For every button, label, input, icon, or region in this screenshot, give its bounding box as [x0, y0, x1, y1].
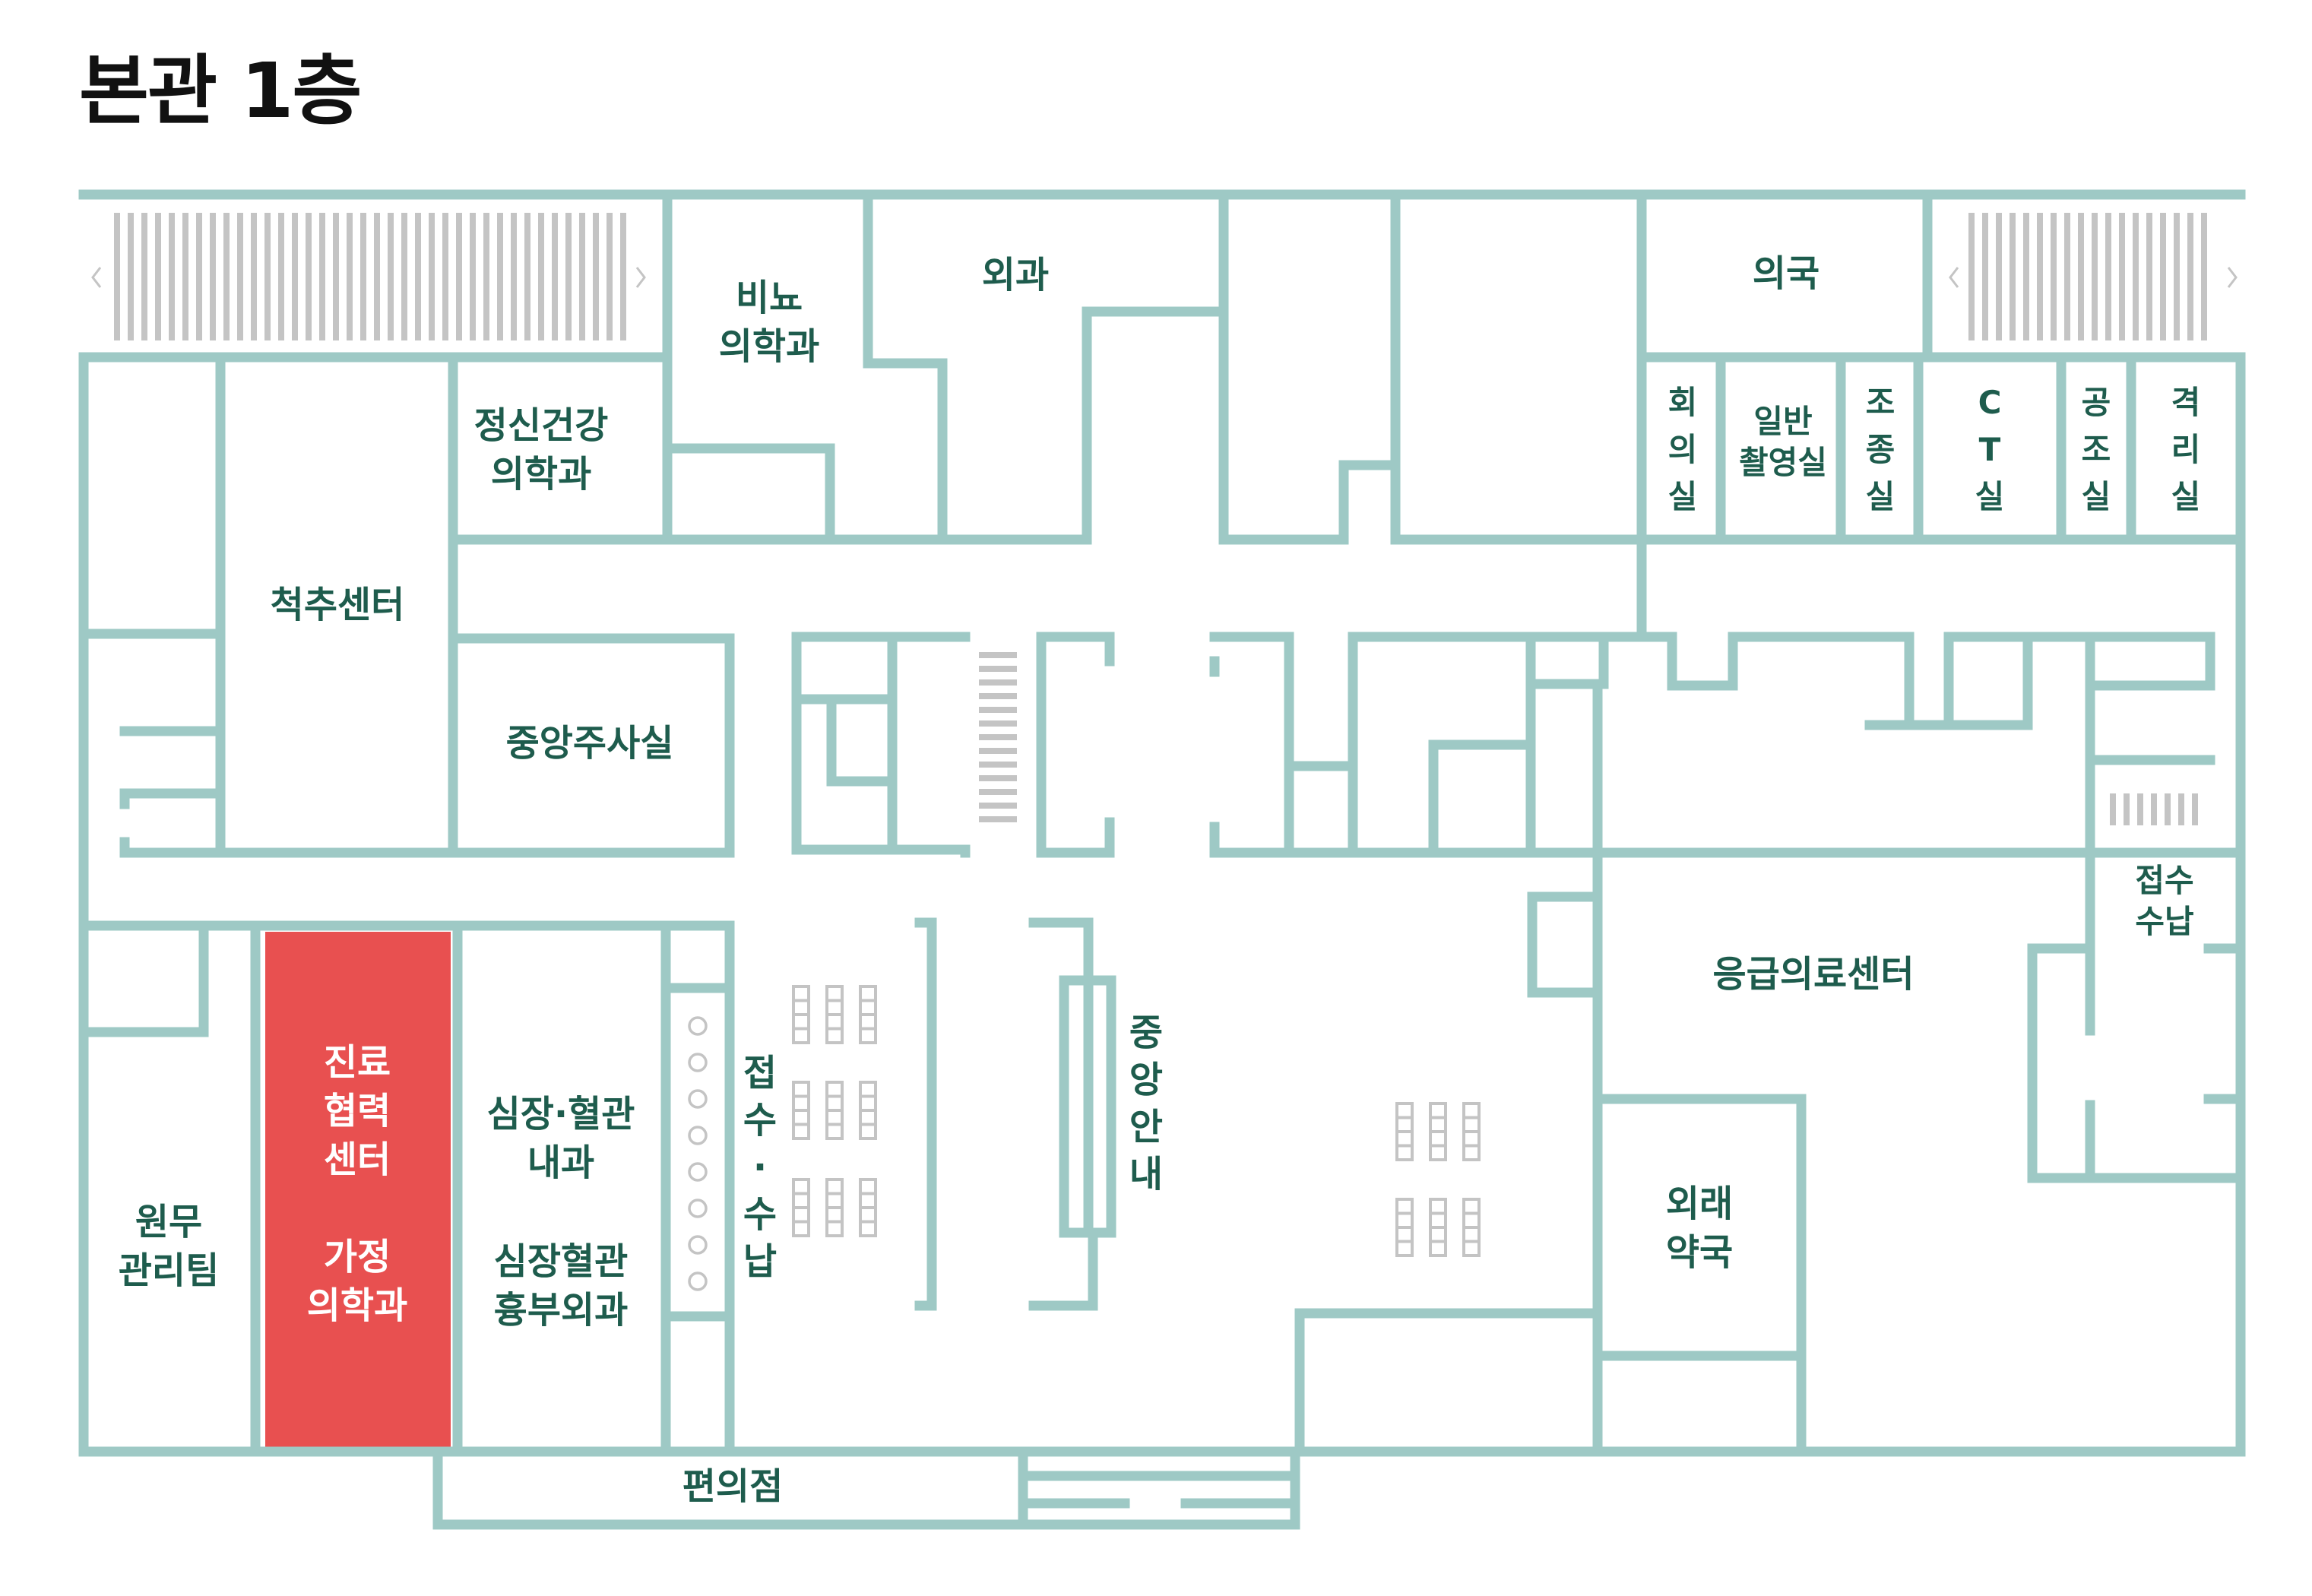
bench-icon — [792, 985, 1481, 1257]
page-title: 본관 1층 — [79, 46, 362, 135]
room-cardiothoracic-surgery[interactable]: 심장혈관 흉부외과 — [493, 1240, 629, 1332]
queue-counter — [688, 1016, 708, 1291]
room-outpatient-pharmacy[interactable]: 외래 약국 — [1665, 1183, 1734, 1274]
stairs-icon — [91, 213, 646, 340]
room-injection[interactable]: 중앙주사실 — [505, 722, 674, 765]
room-isolation[interactable]: 격 리 실 — [2171, 384, 2201, 515]
room-emergency-center[interactable]: 응급의료센터 — [1712, 953, 1915, 996]
room-meeting[interactable]: 회 의 실 — [1667, 384, 1698, 515]
room-psychiatry[interactable]: 정신건강 의학과 — [473, 404, 609, 496]
room-information-desk[interactable]: 중 앙 안 내 — [1129, 1012, 1164, 1195]
room-main-reception[interactable]: 접 수 · 수 납 — [743, 1052, 778, 1283]
room-air-conditioning[interactable]: 공 조 실 — [2081, 384, 2111, 515]
room-xray[interactable]: 일반 촬영실 — [1739, 403, 1827, 481]
room-family-medicine[interactable]: 가정 의학과 — [306, 1236, 408, 1327]
room-er-reception[interactable]: 접수 수납 — [2135, 862, 2194, 940]
room-surgery[interactable]: 외과 — [981, 254, 1050, 296]
room-control[interactable]: 조 종 실 — [1865, 384, 1896, 515]
stairs-icon — [979, 652, 1017, 822]
stairs-icon — [1949, 213, 2238, 340]
referral-room-highlight[interactable] — [265, 932, 451, 1452]
room-convenience-store[interactable]: 편의점 — [682, 1465, 784, 1508]
room-spine-center[interactable]: 척추센터 — [270, 584, 405, 626]
room-cardiology[interactable]: 심장·혈관 내과 — [486, 1093, 635, 1184]
room-pharmacy[interactable]: 의국 — [1752, 252, 1820, 295]
room-referral-center[interactable]: 진료 협력 센터 — [323, 1041, 391, 1181]
room-admin-team[interactable]: 원무 관리팀 — [118, 1201, 220, 1292]
room-urology[interactable]: 비뇨 의학과 — [718, 277, 820, 368]
room-ct[interactable]: C T 실 — [1975, 384, 2005, 515]
walls — [78, 189, 2246, 1530]
stairs-icon — [2110, 793, 2198, 825]
